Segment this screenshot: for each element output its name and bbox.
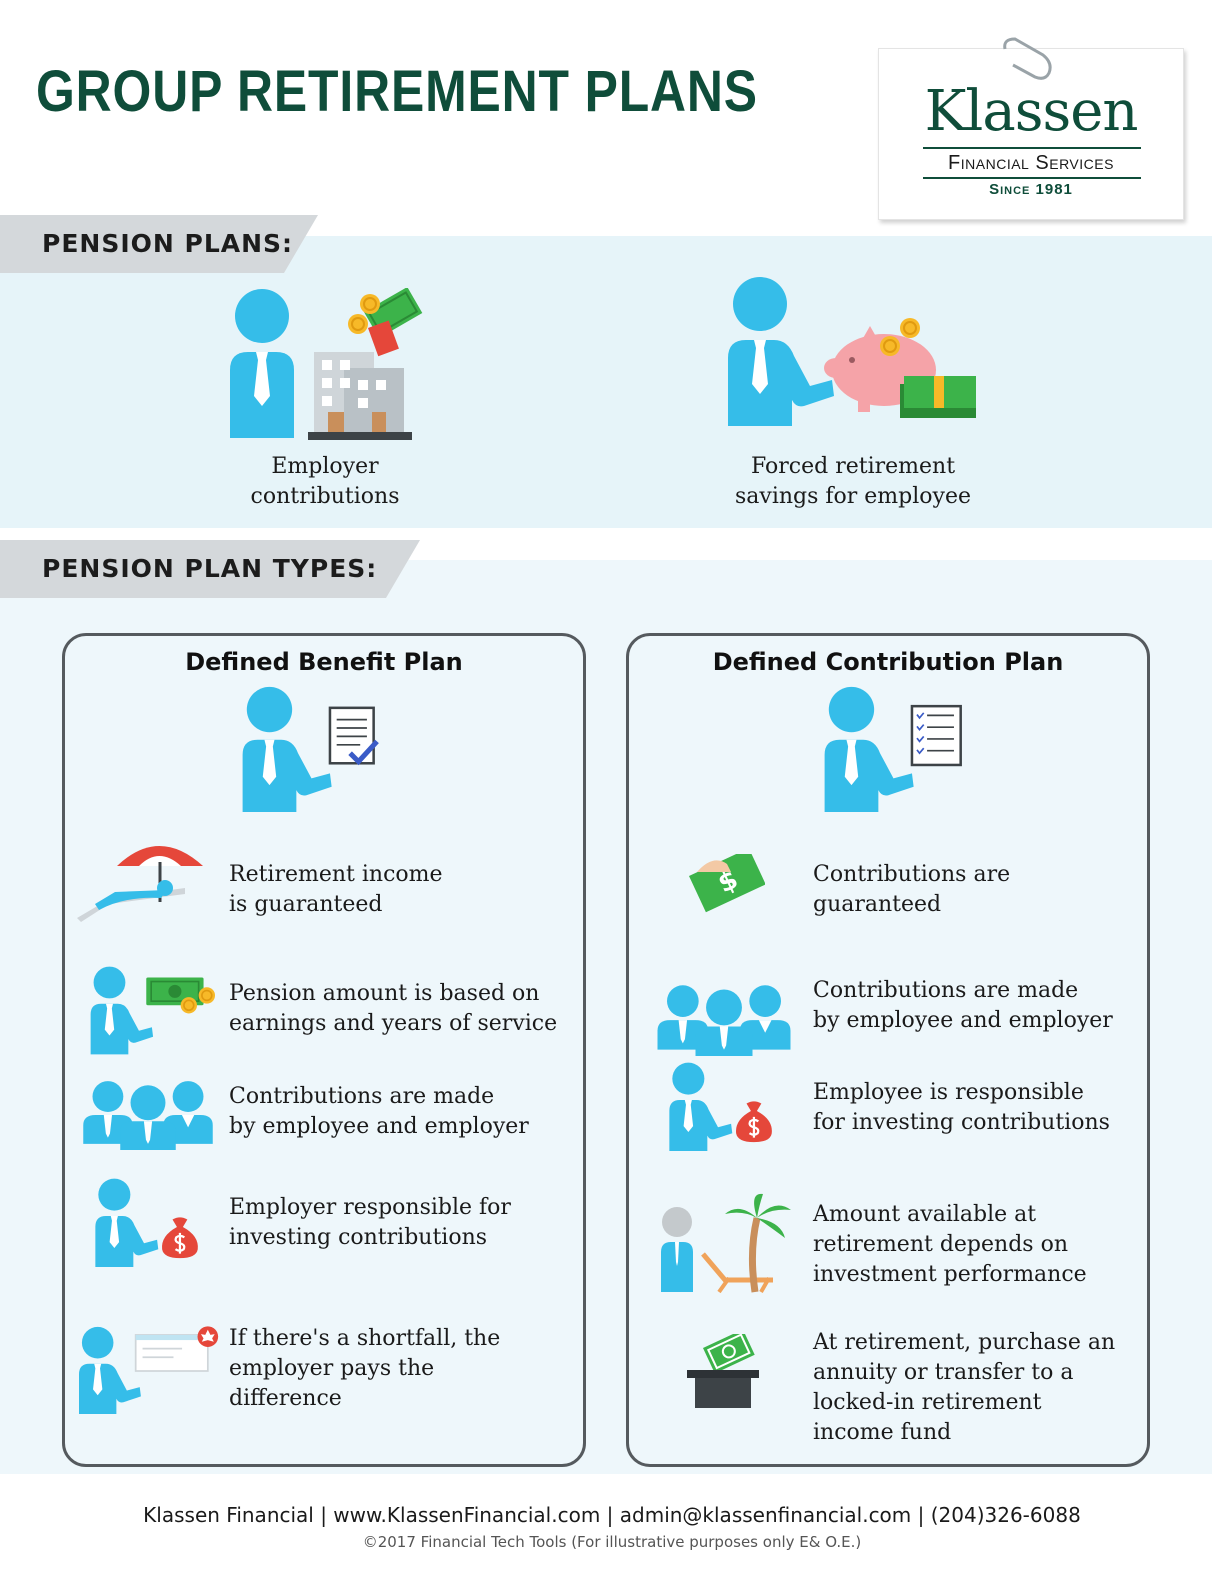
item-line: is guaranteed <box>229 892 383 917</box>
item-line: investment performance <box>813 1262 1087 1287</box>
dc-item-employee-investing: Employee is responsible for investing co… <box>813 1078 1110 1138</box>
dc-item-at-retirement: At retirement, purchase an annuity or tr… <box>813 1328 1115 1448</box>
pension-plan-types-heading: PENSION PLAN TYPES: <box>0 540 420 598</box>
palm-tree-icon <box>661 1193 791 1294</box>
item-line: Contributions are made <box>813 978 1079 1003</box>
caption-line: Employer <box>271 454 379 479</box>
defined-contribution-title: Defined Contribution Plan <box>712 648 1064 676</box>
footer-contact: Klassen Financial | www.KlassenFinancial… <box>143 1503 1081 1527</box>
piggy-bank-icon <box>728 277 976 426</box>
item-line: retirement depends on <box>813 1232 1068 1257</box>
item-line: investing contributions <box>229 1225 488 1250</box>
item-line: income fund <box>813 1420 952 1445</box>
caption-line: Forced retirement <box>750 454 956 479</box>
logo-subtitle: Financial Services <box>948 152 1114 174</box>
cheque-icon <box>79 1326 219 1414</box>
beach-umbrella-icon <box>77 846 203 922</box>
logo-since: Since 1981 <box>989 181 1073 198</box>
employee-group-icon <box>83 1081 213 1150</box>
logo-wordmark: Klassen <box>924 79 1139 144</box>
item-line: by employee and employer <box>229 1114 529 1139</box>
caption-line: savings for employee <box>734 484 972 509</box>
item-line: annuity or transfer to a <box>813 1360 1074 1385</box>
item-line: employer pays the <box>229 1356 435 1381</box>
paperclip-icon <box>1003 37 1052 80</box>
item-line: Retirement income <box>229 862 443 887</box>
item-line: locked-in retirement <box>813 1390 1042 1415</box>
item-line: Pension amount is based on <box>229 981 540 1006</box>
db-item-employer-investing: Employer responsible for investing contr… <box>229 1193 511 1253</box>
item-line: Employer responsible for <box>229 1195 511 1220</box>
money-bag-icon <box>669 1062 773 1152</box>
item-line: earnings and years of service <box>229 1011 558 1036</box>
item-line: for investing contributions <box>813 1110 1110 1135</box>
item-line: Contributions are <box>813 862 1011 887</box>
forced-savings-caption: Forced retirement savings for employee <box>700 452 1006 512</box>
dc-item-contributions-made: Contributions are made by employee and e… <box>813 976 1113 1036</box>
employee-group-icon <box>657 985 791 1056</box>
db-item-shortfall: If there's a shortfall, the employer pay… <box>229 1324 500 1414</box>
footer-copyright: ©2017 Financial Tech Tools (For illustra… <box>362 1533 862 1551</box>
item-line: If there's a shortfall, the <box>229 1326 501 1351</box>
item-line: by employee and employer <box>813 1008 1113 1033</box>
defined-benefit-title: Defined Benefit Plan <box>185 648 463 676</box>
item-line: difference <box>229 1386 342 1411</box>
person-with-cash-icon <box>90 966 215 1055</box>
checklist-icon <box>824 686 962 812</box>
defined-benefit-plan-card: Defined Benefit Plan Retirement income i… <box>62 633 586 1467</box>
dc-item-amount-available: Amount available at retirement depends o… <box>813 1200 1087 1290</box>
item-line: Amount available at <box>813 1202 1037 1227</box>
employer-building-icon <box>230 288 423 440</box>
employer-contributions-caption: Employer contributions <box>200 452 450 512</box>
defined-contribution-plan-card: Defined Contribution Plan $ Contribution… <box>626 633 1150 1467</box>
money-bag-icon <box>95 1178 199 1268</box>
page-title: GROUP RETIREMENT PLANS <box>36 59 758 124</box>
db-item-pension-amount: Pension amount is based on earnings and … <box>229 979 557 1039</box>
pension-plans-band <box>0 236 1212 528</box>
db-item-guaranteed-income: Retirement income is guaranteed <box>229 860 443 920</box>
item-line: guaranteed <box>813 892 942 917</box>
pension-plans-heading: PENSION PLANS: <box>0 215 318 273</box>
dc-item-contributions-guaranteed: Contributions are guaranteed <box>813 860 1010 920</box>
annuity-box-icon <box>687 1334 759 1408</box>
signed-document-icon <box>242 686 379 812</box>
dollar-bill-icon: $ <box>689 854 765 913</box>
company-logo: Klassen Financial Services Since 1981 <box>878 37 1184 220</box>
item-line: Employee is responsible <box>813 1080 1084 1105</box>
caption-line: contributions <box>250 484 400 509</box>
item-line: At retirement, purchase an <box>813 1330 1116 1355</box>
db-item-contributions-made: Contributions are made by employee and e… <box>229 1082 529 1142</box>
item-line: Contributions are made <box>229 1084 495 1109</box>
